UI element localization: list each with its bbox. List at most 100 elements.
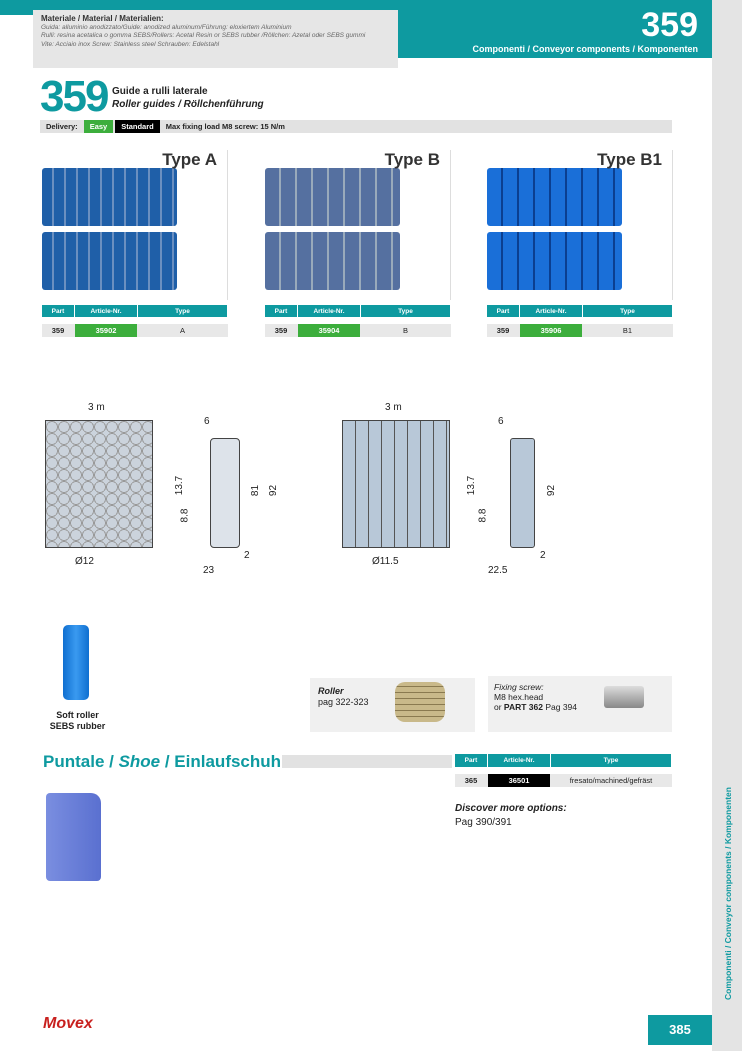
product-image: Type B — [265, 150, 451, 300]
title-bar — [282, 755, 452, 768]
screw-image — [604, 686, 644, 708]
article-nr: 35902 — [75, 324, 137, 337]
soft-roller-line: Soft roller — [56, 710, 99, 720]
product-image: Type A — [42, 150, 228, 300]
dim: 81 — [250, 484, 262, 497]
dim: 22.5 — [488, 565, 508, 576]
fixing-screw-box: Fixing screw: M8 hex.head or PART 362 Pa… — [488, 676, 672, 732]
soft-roller-image — [63, 625, 89, 700]
delivery-note: Max fixing load M8 screw: 15 N/m — [165, 122, 285, 131]
product-title-en: Roller guides / Röllchenführung — [112, 99, 264, 110]
part: 359 — [274, 326, 288, 335]
section-number: 359 — [641, 6, 698, 44]
material-line: Vite: Acciaio inox Screw: Stainless stee… — [41, 40, 220, 48]
table-row: 359 35902 A — [42, 324, 228, 337]
card-title: Type B1 — [597, 150, 662, 169]
dim: 6 — [204, 416, 210, 427]
th-article: Article-Nr. — [488, 754, 550, 767]
shoe-title: Puntale / Shoe / Einlaufschuh — [43, 752, 281, 772]
th-article: Article-Nr. — [298, 305, 360, 317]
roller-ref-box: Roller pag 322-323 — [310, 678, 475, 732]
material-line: Rulli: resina acetalica o gomma SEBS/Rol… — [41, 32, 366, 39]
side-label: Componenti / Conveyor components / Kompo… — [723, 787, 733, 1000]
delivery-label: Delivery: — [46, 122, 78, 131]
t: or — [494, 702, 504, 712]
drawing-b-profile — [510, 438, 535, 548]
shoe-image — [46, 793, 101, 881]
th-part: Part — [455, 754, 487, 767]
dim-diameter: Ø11.5 — [372, 556, 399, 567]
type: fresato/machined/gefräst — [569, 776, 653, 785]
drawing-a-profile — [210, 438, 240, 548]
type: A — [179, 326, 185, 335]
t: / Einlaufschuh — [160, 752, 282, 771]
material-box: Materiale / Material / Materialien: Guid… — [33, 10, 398, 68]
dim: 8.8 — [477, 508, 489, 523]
th-type: Type — [583, 305, 672, 317]
article-nr: 35906 — [520, 324, 582, 337]
th-part: Part — [265, 305, 297, 317]
fixing-ref[interactable]: or PART 362 Pag 394 — [494, 702, 666, 712]
dim: 92 — [546, 484, 558, 497]
dim-diameter: Ø12 — [75, 556, 94, 567]
side-text: Componenti / Conveyor components / Kompo… — [712, 780, 742, 1000]
t: Pag 394 — [542, 702, 578, 712]
th-part: Part — [487, 305, 519, 317]
roller-row — [487, 168, 622, 226]
delivery-bar: Delivery: Easy Standard Max fixing load … — [40, 120, 672, 133]
part: 365 — [464, 776, 478, 785]
roller-row — [265, 168, 400, 226]
delivery-standard: Standard — [115, 120, 160, 133]
dim: 92 — [268, 484, 280, 497]
card-title: Type A — [162, 150, 217, 169]
type: B1 — [622, 326, 633, 335]
material-title: Materiale / Material / Materialien: — [41, 14, 164, 23]
delivery-easy: Easy — [83, 120, 114, 133]
dim-length: 3 m — [385, 402, 402, 413]
roller-row — [265, 232, 400, 290]
roller-row — [42, 168, 177, 226]
part: 359 — [51, 326, 65, 335]
th-article: Article-Nr. — [75, 305, 137, 317]
th-type: Type — [138, 305, 227, 317]
th-article: Article-Nr. — [520, 305, 582, 317]
dim: 2 — [540, 550, 546, 561]
roller-ref-page[interactable]: pag 322-323 — [318, 697, 369, 707]
t: Shoe — [118, 752, 161, 771]
drawing-b-front — [342, 420, 450, 548]
side-strip — [712, 0, 742, 1051]
movex-logo: Movex — [43, 1015, 93, 1032]
discover-pages[interactable]: Pag 390/391 — [455, 817, 512, 828]
section-subtitle: Componenti / Conveyor components / Kompo… — [472, 44, 698, 54]
table-row: 359 35906 B1 — [487, 324, 673, 337]
table-row: 359 35904 B — [265, 324, 451, 337]
th-type: Type — [551, 754, 671, 767]
dim: 23 — [203, 565, 215, 576]
discover-title: Discover more options: — [455, 803, 567, 814]
dim: 13.7 — [466, 475, 478, 496]
part: 359 — [496, 326, 510, 335]
roller-image — [395, 682, 445, 722]
dim: 6 — [498, 416, 504, 427]
th-type: Type — [361, 305, 450, 317]
fixing-title: Fixing screw: — [494, 682, 544, 692]
dim: 13.7 — [174, 475, 186, 496]
th-part: Part — [42, 305, 74, 317]
page-number: 385 — [648, 1015, 712, 1045]
roller-row — [487, 232, 622, 290]
fixing-line: M8 hex.head — [494, 692, 544, 702]
roller-ref-title: Roller — [318, 686, 344, 696]
article-nr: 35904 — [298, 324, 360, 337]
product-number: 359 — [40, 72, 109, 121]
type: B — [402, 326, 408, 335]
section-header: 359 Componenti / Conveyor components / K… — [398, 0, 712, 58]
soft-roller-label: Soft roller SEBS rubber — [40, 710, 115, 732]
